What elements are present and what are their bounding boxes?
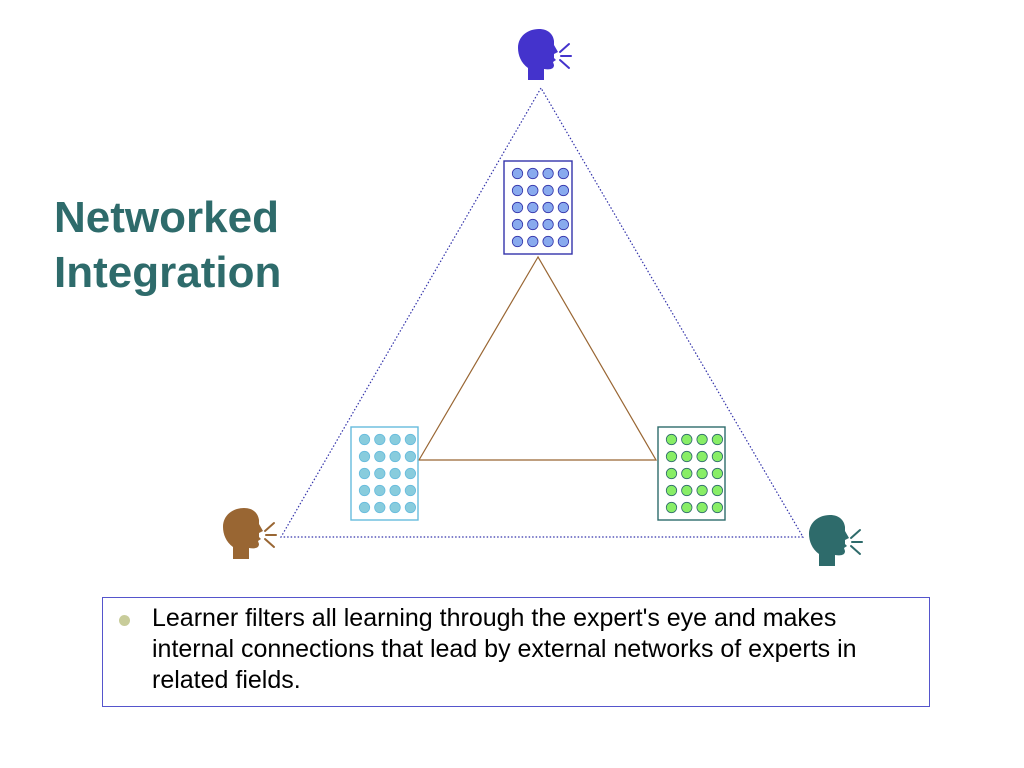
- right-grid-dot: [665, 484, 678, 497]
- top-head-silhouette: [518, 29, 558, 80]
- left-grid-dot: [374, 433, 386, 446]
- top-grid-dot: [542, 201, 554, 214]
- right-grid-dot: [665, 467, 678, 480]
- right-grid-dot: [665, 450, 678, 463]
- top-grid-dot: [511, 167, 524, 180]
- top-sound-line: [559, 59, 570, 69]
- top-grid-dot: [542, 218, 554, 231]
- top-grid-dot: [542, 167, 554, 180]
- bullet-icon: [119, 615, 130, 626]
- right-grid-dot: [681, 501, 693, 514]
- left-head-silhouette: [223, 508, 263, 559]
- left-grid-dot: [404, 484, 416, 497]
- top-grid-dot: [557, 201, 570, 214]
- left-sound-line: [264, 538, 275, 548]
- top-grid-dot: [527, 184, 539, 197]
- top-grid-dot: [557, 218, 570, 231]
- right-grid-dot: [696, 484, 708, 497]
- right-grid-dot: [681, 467, 693, 480]
- top-grid-dot: [557, 167, 570, 180]
- outer-expert-network-triangle: [279, 86, 805, 538]
- right-grid-dot: [696, 501, 708, 514]
- right-head-silhouette: [809, 515, 849, 566]
- right-grid-dot: [696, 433, 708, 446]
- left-grid-dot: [389, 433, 401, 446]
- top-grid-dot: [542, 235, 554, 248]
- right-grid-dot: [711, 501, 724, 514]
- left-grid-dot: [389, 467, 401, 480]
- left-knowledge-grid: [350, 426, 419, 521]
- left-grid-dot: [404, 450, 416, 463]
- left-grid-dot: [358, 501, 371, 514]
- right-knowledge-grid: [657, 426, 726, 521]
- top-grid-dot: [511, 201, 524, 214]
- left-grid-dot: [374, 467, 386, 480]
- top-grid-dot: [527, 167, 539, 180]
- right-grid-dot: [711, 433, 724, 446]
- left-grid-dot: [374, 450, 386, 463]
- left-grid-dot: [358, 467, 371, 480]
- right-grid-dot: [665, 433, 678, 446]
- top-grid-dot: [557, 184, 570, 197]
- right-grid-dot: [665, 501, 678, 514]
- left-grid-dot: [374, 484, 386, 497]
- left-grid-dot: [374, 501, 386, 514]
- top-knowledge-grid: [503, 160, 573, 255]
- right-grid-dot: [681, 433, 693, 446]
- right-grid-dot: [711, 484, 724, 497]
- left-grid-dot: [389, 484, 401, 497]
- right-grid-dot: [681, 450, 693, 463]
- left-grid-dot: [358, 433, 371, 446]
- left-expert-speaking-head-icon: [223, 508, 277, 559]
- caption-text: Learner filters all learning through the…: [152, 604, 857, 694]
- right-grid-dot: [696, 467, 708, 480]
- top-grid-dot: [511, 184, 524, 197]
- slide-title: Networked Integration: [54, 190, 281, 300]
- left-grid-dot: [389, 450, 401, 463]
- caption-box: Learner filters all learning through the…: [102, 597, 930, 707]
- right-expert-speaking-head-icon: [809, 515, 863, 566]
- top-grid-dot: [527, 235, 539, 248]
- top-expert-speaking-head-icon: [518, 29, 572, 80]
- top-grid-dot: [511, 235, 524, 248]
- left-grid-dot: [404, 433, 416, 446]
- top-grid-dot: [511, 218, 524, 231]
- left-grid-dot: [358, 484, 371, 497]
- left-sound-line: [264, 522, 275, 532]
- right-grid-dot: [711, 467, 724, 480]
- left-grid-dot: [404, 467, 416, 480]
- right-sound-line: [850, 545, 861, 555]
- top-grid-dot: [527, 201, 539, 214]
- right-grid-dot: [681, 484, 693, 497]
- networked-integration-diagram: [223, 29, 863, 566]
- top-grid-dot: [527, 218, 539, 231]
- top-grid-dot: [557, 235, 570, 248]
- left-grid-dot: [358, 450, 371, 463]
- top-grid-dot: [542, 184, 554, 197]
- inner-connections-triangle: [417, 255, 658, 461]
- right-sound-line: [850, 529, 861, 539]
- right-grid-dot: [711, 450, 724, 463]
- left-grid-dot: [389, 501, 401, 514]
- left-grid-dot: [404, 501, 416, 514]
- top-sound-line: [559, 43, 570, 53]
- title-line-1: Networked: [54, 193, 279, 242]
- title-line-2: Integration: [54, 248, 282, 297]
- right-grid-dot: [696, 450, 708, 463]
